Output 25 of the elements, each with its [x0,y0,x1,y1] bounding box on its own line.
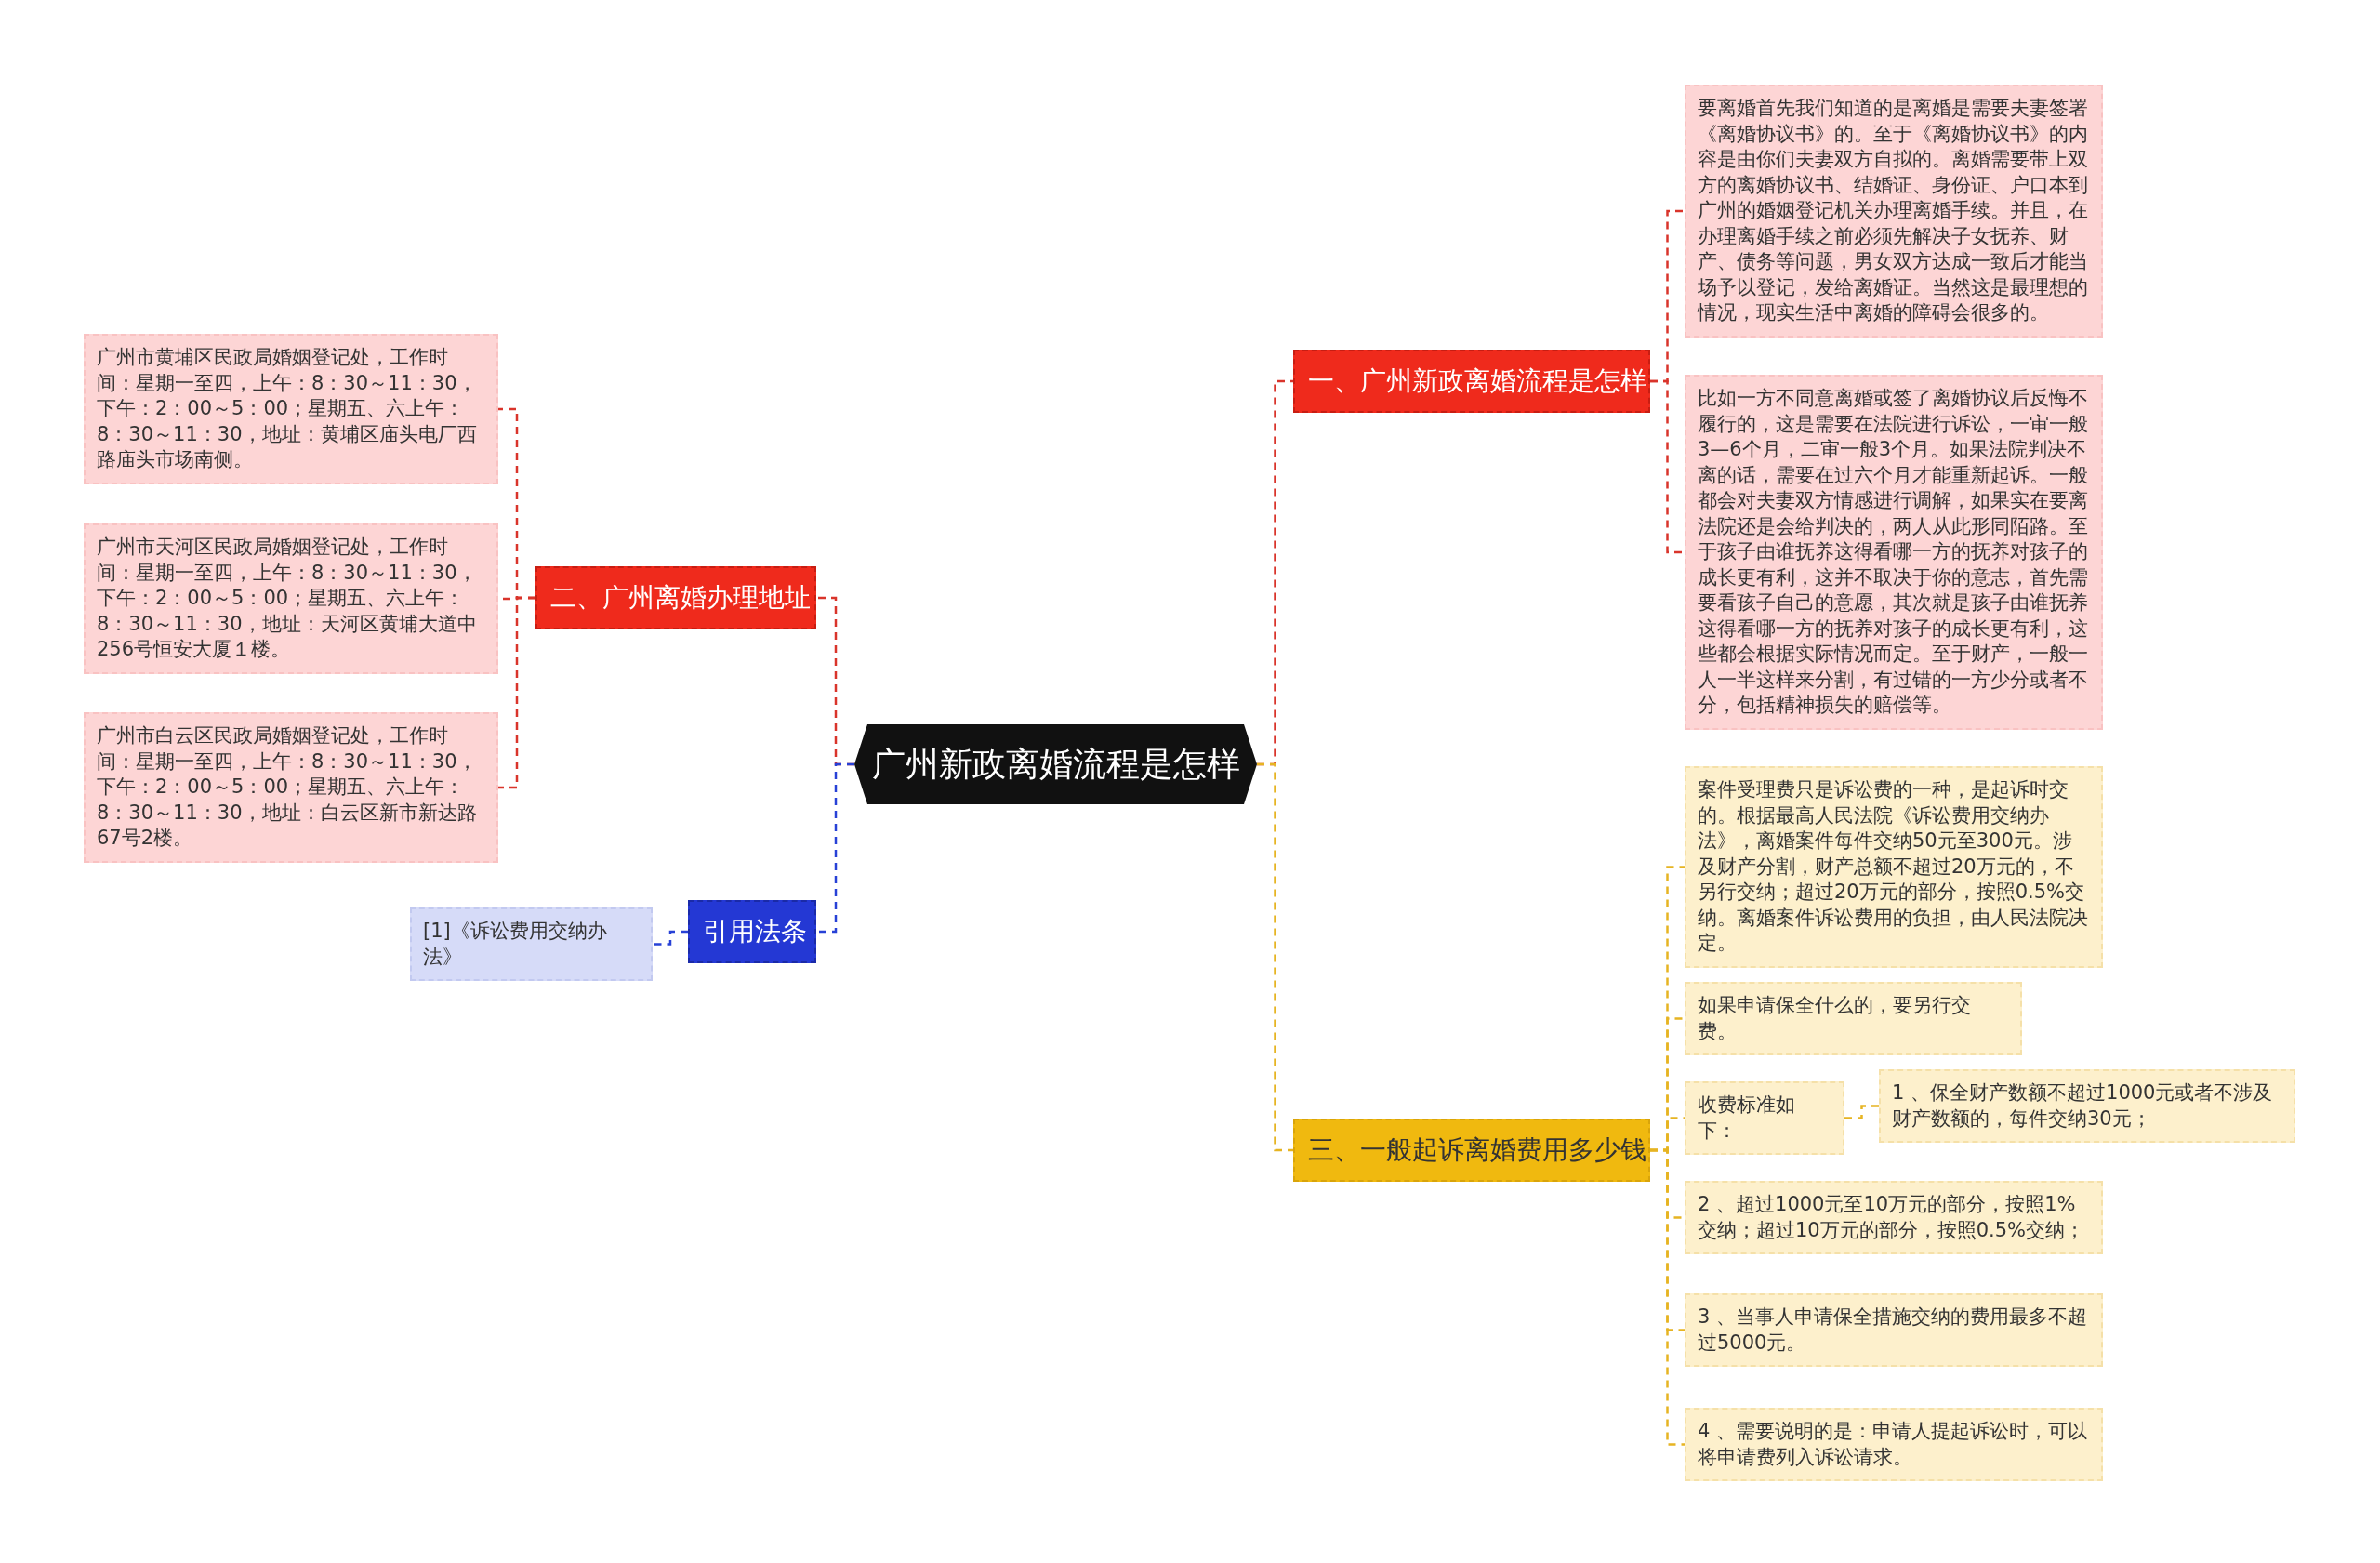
note-box: 广州市黄埔区民政局婚姻登记处，工作时间：星期一至四，上午：8：30～11：30，下午：2：00～5：00；星期五、六上午：8：30～11：30，地址：黄埔区庙头电厂西路庙头市场南侧。 [84,334,498,484]
connector [498,596,536,789]
note-box: [1]《诉讼费用交纳办法》 [410,907,653,981]
connector [1650,379,1685,554]
connector [653,930,688,946]
note-box: 要离婚首先我们知道的是离婚是需要夫妻签署《离婚协议书》的。至于《离婚协议书》的内容是由你们夫妻双方自拟的。离婚需要带上双方的离婚协议书、结婚证、身份证、户口本到广州的婚姻登记机关办理离婚手续。并且，在办理离婚手续之前必须先解决子女抚养、财产、债务等问题，男女双方达成一致后才能当场予以登记，发给离婚证。当然这是最理想的情况，现实生活中离婚的障碍会很多的。 [1685,85,2103,338]
topic-box: 广州新政离婚流程是怎样 [854,724,1257,804]
note-box: 收费标准如下： [1685,1081,1844,1155]
branch-box: 三、一般起诉离婚费用多少钱 [1293,1119,1650,1182]
note-box: 案件受理费只是诉讼费的一种，是起诉时交的。根据最高人民法院《诉讼费用交纳办法》，离婚案件每件交纳50元至300元。涉及财产分割，财产总额不超过20万元的，不另行交纳；超过20万元的部分，按照0.5%交纳。离婚案件诉讼费用的负担，由人民法院决定。 [1685,766,2103,968]
connector [1844,1105,1879,1119]
note-box: 广州市天河区民政局婚姻登记处，工作时间：星期一至四，上午：8：30～11：30，下午：2：00～5：00；星期五、六上午：8：30～11：30，地址：天河区黄埔大道中256号恒安大厦１楼。 [84,523,498,674]
connector [1257,762,1293,1152]
note-box: 广州市白云区民政局婚姻登记处，工作时间：星期一至四，上午：8：30～11：30，下午：2：00～5：00；星期五、六上午：8：30～11：30，地址：白云区新市新达路67号2楼。 [84,712,498,863]
connector [816,762,854,934]
note-box: 如果申请保全什么的，要另行交费。 [1685,982,2022,1055]
note-box: 4 、需要说明的是：申请人提起诉讼时，可以将申请费列入诉讼请求。 [1685,1408,2103,1481]
branch-box: 引用法条 [688,900,816,963]
note-box: 3 、当事人申请保全措施交纳的费用最多不超过5000元。 [1685,1293,2103,1367]
note-box: 比如一方不同意离婚或签了离婚协议后反悔不履行的，这是需要在法院进行诉讼，一审一般3—6个月，二审一般3个月。如果法院判决不离的话，需要在过六个月才能重新起诉。一般都会对夫妻双方情感进行调解，如果实在要离法院还是会给判决的，两人从此形同陌路。至于孩子由谁抚养这得看哪一方的抚养对孩子的成长更有利，这并不取决于你的意志，首先需要看孩子自己的意愿，其次就是孩子由谁抚养这得看哪一方的抚养对孩子的成长更有利，这些都会根据实际情况而定。至于财产，一般一人一半这样来分割，有过错的一方少分或者不分，包括精神损失的赔偿等。 [1685,375,2103,730]
branch-box: 一、广州新政离婚流程是怎样 [1293,350,1650,413]
branch-box: 二、广州离婚办理地址 [536,566,816,629]
note-box: 1 、保全财产数额不超过1000元或者不涉及财产数额的，每件交纳30元； [1879,1069,2295,1143]
connector [1650,1148,1685,1446]
note-box: 2 、超过1000元至10万元的部分，按照1%交纳；超过10万元的部分，按照0.5%交纳； [1685,1181,2103,1254]
